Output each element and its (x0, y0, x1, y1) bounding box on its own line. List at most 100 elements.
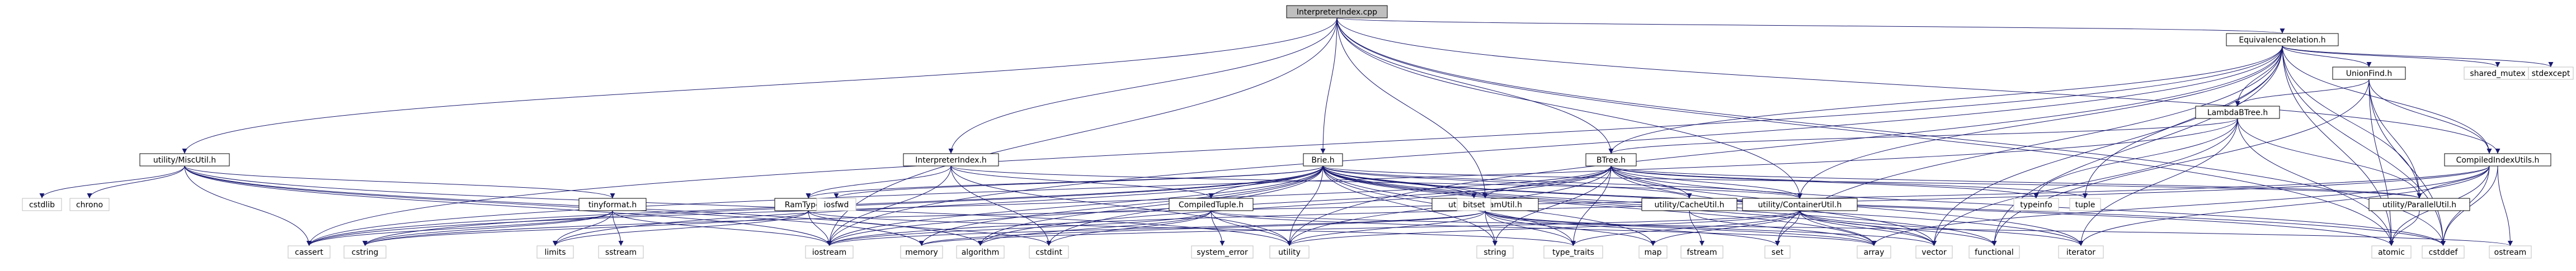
edge-root-btree (1336, 17, 1614, 154)
edge-par-atomic (2389, 210, 2420, 246)
edge-btree-typetraits (1571, 165, 1612, 246)
edge-btree-cassert (307, 165, 1612, 246)
edge-uf-atomic (2368, 79, 2394, 246)
edge-cont-map (1650, 210, 1800, 246)
node-btree[interactable]: BTree.h (1585, 153, 1637, 167)
edge-brie-utility (1287, 165, 1324, 246)
node-box (139, 153, 230, 167)
node-label: InterpreterIndex.h (915, 156, 987, 165)
node-cache[interactable]: utility/CacheUtil.h (1641, 198, 1737, 211)
node-iidx[interactable]: InterpreterIndex.h (903, 153, 999, 167)
edge-root-eq (1336, 17, 2285, 34)
edge-btree-cont (1610, 165, 1802, 199)
node-box (1543, 245, 1603, 259)
edge-brie-iosfwd (833, 165, 1324, 199)
edge-iidx-cstdint (950, 165, 1052, 246)
edge-misc-memory (184, 165, 924, 246)
edge-eq-uf (2282, 45, 2372, 68)
node-box (1286, 5, 1388, 18)
edge-brie-iostream (827, 165, 1324, 246)
edge-stream-set (1485, 210, 1780, 246)
node-cont[interactable]: utility/ContainerUtil.h (1742, 198, 1858, 211)
node-box (1641, 198, 1737, 211)
edge-eq-btree (1608, 45, 2283, 154)
node-box (2444, 153, 2551, 167)
edge-ram-typetraits (808, 210, 1576, 246)
node-label: cstdint (1035, 248, 1062, 257)
edge-cont-utility (1287, 210, 1800, 246)
edge-root-iostream (827, 17, 1338, 246)
node-box (2226, 33, 2339, 46)
node-cstring: cstring (343, 245, 387, 259)
node-tiny[interactable]: tinyformat.h (578, 198, 647, 211)
edge-iidx-iostream (827, 165, 952, 246)
edge-root-cont (1336, 17, 1802, 199)
node-cidx[interactable]: CompiledIndexUtils.h (2444, 153, 2551, 167)
node-atomic: atomic (2371, 245, 2412, 259)
node-tuple: tuple (2069, 198, 2101, 211)
edge-eq-par (2282, 45, 2422, 199)
node-uf[interactable]: UnionFind.h (2332, 66, 2406, 80)
node-label: string (1484, 248, 1506, 257)
node-par[interactable]: utility/ParallelUtil.h (2368, 198, 2470, 211)
node-box (1585, 153, 1637, 167)
node-label: utility/MiscUtil.h (153, 156, 216, 165)
node-label: array (1864, 248, 1885, 257)
edge-eq-functional (1991, 45, 2283, 246)
node-box (2422, 245, 2465, 259)
node-box (288, 245, 331, 259)
node-box (2371, 245, 2412, 259)
node-label: system_error (1197, 248, 1248, 257)
node-box (2368, 198, 2470, 211)
node-box (900, 245, 943, 259)
node-cstdlib: cstdlib (22, 198, 62, 211)
node-box (536, 245, 574, 259)
edge-stream-iostream (827, 210, 1486, 246)
edge-ltree-iterator (2078, 118, 2238, 246)
edge-piggy-par (2417, 165, 2490, 199)
edge-ram-cstring (362, 210, 809, 246)
edge-misc-iostream (184, 165, 832, 246)
node-label: vector (1922, 248, 1947, 257)
node-box (1303, 153, 1343, 167)
node-box (903, 153, 999, 167)
node-ctuple[interactable]: CompiledTuple.h (1169, 198, 1254, 211)
edge-tiny-sstream (612, 210, 624, 246)
edge-brie-cstddef (1322, 165, 2446, 246)
node-brie[interactable]: Brie.h (1303, 153, 1343, 167)
edge-btree-typeinfo (1610, 165, 2039, 199)
node-label: shared_mutex (2470, 69, 2525, 78)
node-label: InterpreterIndex.cpp (1297, 8, 1377, 17)
node-eq[interactable]: EquivalenceRelation.h (2226, 33, 2339, 46)
edge-brie-vector (1322, 165, 1937, 246)
node-box (2332, 66, 2406, 80)
edge-misc-cassert (184, 165, 312, 246)
node-root[interactable]: InterpreterIndex.cpp (1286, 5, 1388, 18)
node-fstream: fstream (1680, 245, 1723, 259)
edge-ctuple-cstdint (1046, 210, 1212, 246)
edge-ctuple-iostream (827, 210, 1212, 246)
node-limits: limits (536, 245, 574, 259)
edge-tiny-cstring (362, 210, 613, 246)
node-misc[interactable]: utility/MiscUtil.h (139, 153, 230, 167)
node-ltree[interactable]: LambdaBTree.h (2195, 106, 2280, 119)
node-box (805, 245, 854, 259)
edge-uf-ltree (2235, 79, 2370, 107)
edge-ltree-atomic (2237, 118, 2394, 246)
edge-uf-functional (1991, 79, 2370, 246)
node-label: algorithm (962, 248, 1000, 257)
node-label: utility/CacheUtil.h (1655, 201, 1725, 210)
edge-ctuple-utility (1211, 210, 1292, 246)
edge-misc-chrono (87, 165, 185, 199)
edge-brie-memory (919, 165, 1324, 246)
node-label: tuple (2075, 201, 2095, 210)
node-box (22, 198, 62, 211)
edge-cont-vector (1800, 210, 1937, 246)
edge-brie-par (1322, 165, 2422, 199)
edge-brie-array (1322, 165, 1877, 246)
node-iostream: iostream (805, 245, 854, 259)
node-label: iterator (2066, 248, 2095, 257)
node-label: typeinfo (2020, 201, 2052, 210)
node-label: set (1772, 248, 1784, 257)
edge-piggy-iterator (2078, 165, 2490, 246)
